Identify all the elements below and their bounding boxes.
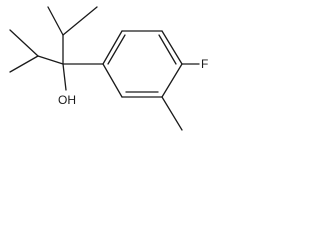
bond-lower-ipr-to-central [37, 55, 64, 65]
bond-lower-ipr-methyl-up [9, 29, 39, 57]
bond-central-to-oh [62, 63, 67, 91]
molecule-diagram: F OH [9, 6, 208, 131]
ring-bond-4 [161, 63, 183, 98]
ring-bond-3 [161, 30, 183, 65]
bond-upper-ipr-methyl-left [47, 6, 64, 36]
hydroxyl-label: OH [58, 93, 76, 107]
ring-bond-1 [102, 30, 123, 65]
ring-bond-3-inner [158, 34, 177, 65]
bond-lower-ipr-methyl-down [9, 55, 39, 73]
ring-bond-1-inner [107, 34, 126, 65]
bond-ring-to-methyl [161, 96, 183, 131]
bond-upper-ipr-methyl-right [62, 6, 98, 36]
fluorine-label: F [201, 57, 208, 71]
structure-canvas: F OH [0, 0, 231, 137]
ring-bond-6 [102, 63, 123, 98]
